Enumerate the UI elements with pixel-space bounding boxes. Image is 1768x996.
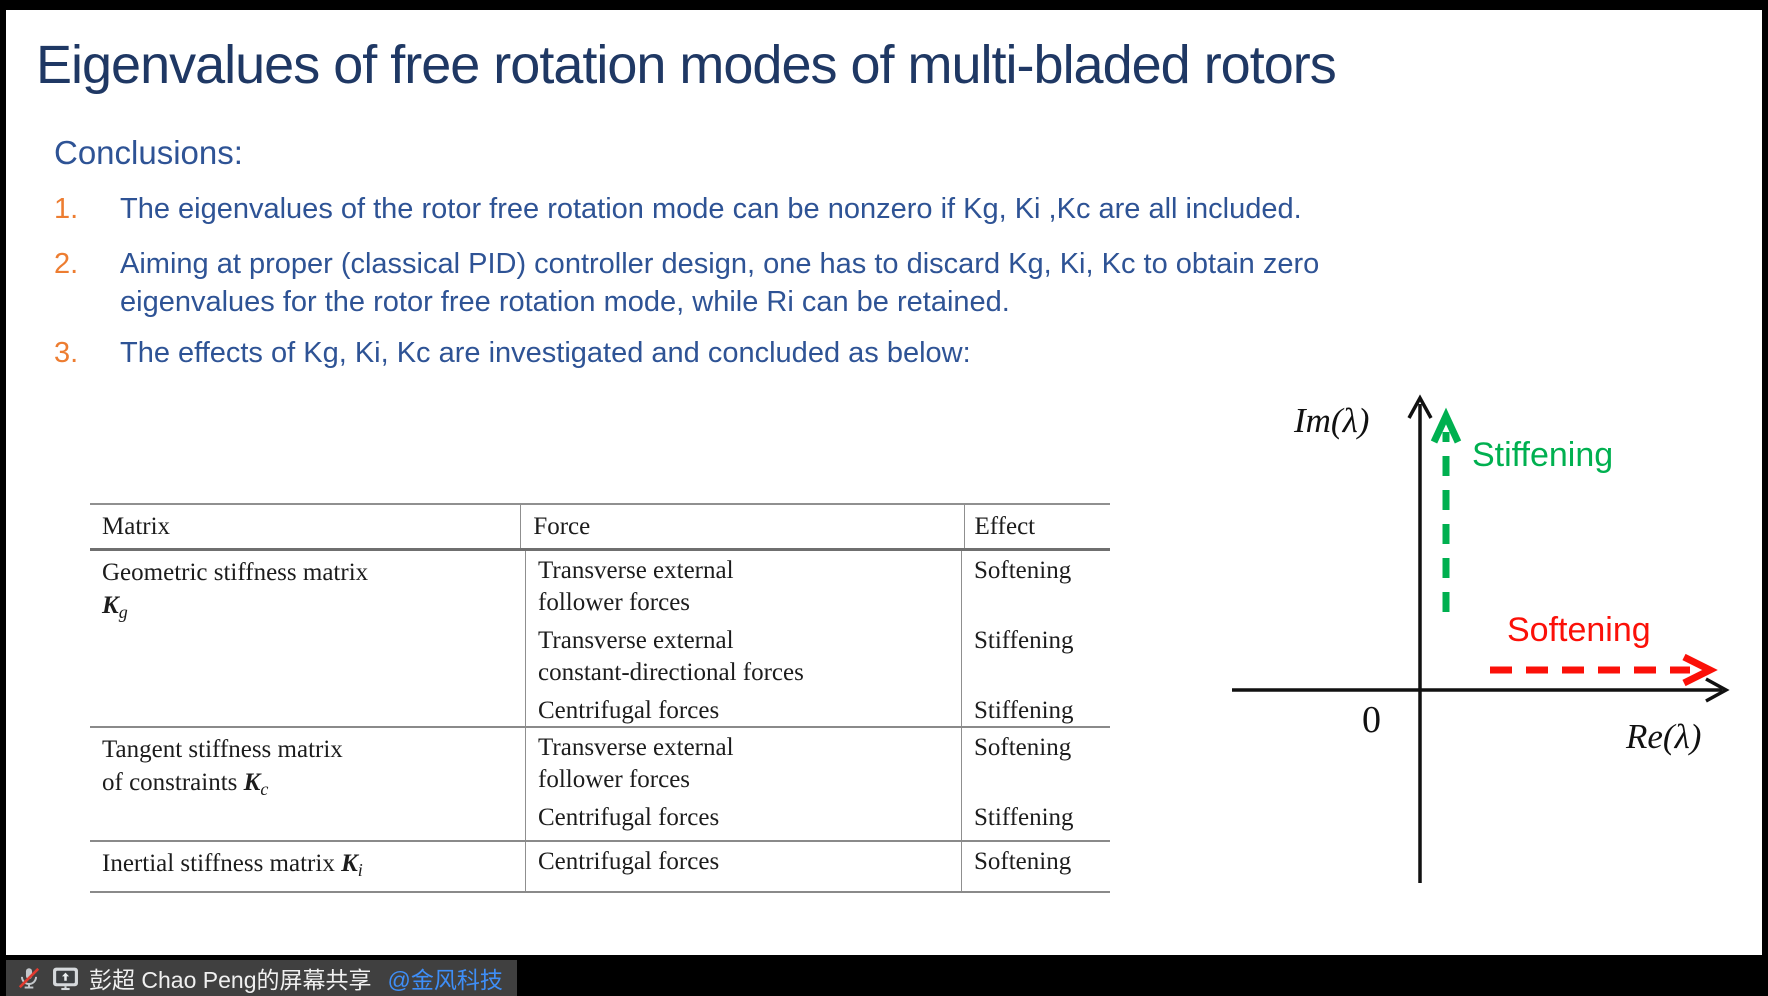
- force-cell: Centrifugal forces: [526, 842, 962, 891]
- list-number: 1.: [54, 193, 79, 225]
- matrix-symbol-letter: K: [102, 592, 119, 619]
- matrix-name-line2: of constraints Kc: [102, 766, 525, 806]
- table-row: Tangent stiffness matrix of constraints …: [90, 728, 1110, 842]
- matrix-cell: Inertial stiffness matrix Ki: [90, 842, 526, 891]
- matrix-name-text: Inertial stiffness matrix: [102, 850, 335, 877]
- table-row: Inertial stiffness matrix Ki Centrifugal…: [90, 842, 1110, 891]
- list-item-text: The effects of Kg, Ki, Kc are investigat…: [120, 337, 971, 369]
- matrix-symbol-subscript: c: [260, 779, 269, 799]
- effect-cell: Softening: [962, 842, 1099, 891]
- matrix-symbol-subscript: i: [357, 860, 363, 880]
- slide-title: Eigenvalues of free rotation modes of mu…: [36, 35, 1337, 95]
- force-entry: Centrifugal forces: [526, 798, 961, 840]
- muted-microphone-icon: [18, 967, 40, 989]
- list-item-text: The eigenvalues of the rotor free rotati…: [120, 193, 1302, 225]
- force-text: Transverse external: [538, 557, 734, 584]
- force-text: follower forces: [538, 766, 691, 793]
- force-entry: Transverse external follower forces: [526, 551, 961, 621]
- effect-cell: Softening Stiffening: [962, 728, 1099, 840]
- matrix-symbol-letter: K: [243, 769, 261, 796]
- stiffening-label: Stiffening: [1472, 436, 1613, 474]
- effect-cell: Softening Stiffening Stiffening: [962, 551, 1099, 726]
- force-text: Centrifugal forces: [538, 804, 720, 831]
- matrix-name: Tangent stiffness matrix: [102, 736, 343, 763]
- matrix-name: Inertial stiffness matrix Ki: [102, 847, 525, 887]
- table-header-row: Matrix Force Effect: [90, 505, 1110, 551]
- share-banner-mention-link[interactable]: @金风科技: [387, 967, 503, 993]
- force-cell: Transverse external follower forces Tran…: [526, 551, 962, 726]
- matrix-name: Geometric stiffness matrix: [102, 559, 369, 586]
- share-banner-text: 彭超 Chao Peng的屏幕共享: [89, 967, 372, 993]
- force-text: Transverse external: [538, 627, 734, 654]
- screen-share-icon: [53, 967, 78, 991]
- imaginary-axis-arrowhead-icon: [1407, 394, 1433, 419]
- force-text: follower forces: [538, 589, 691, 616]
- real-axis-label: Re(λ): [1625, 717, 1701, 756]
- list-number: 2.: [54, 248, 79, 280]
- softening-label: Softening: [1507, 611, 1651, 649]
- force-entry: Transverse external constant-directional…: [526, 621, 961, 691]
- force-entry: Centrifugal forces: [526, 842, 961, 885]
- list-number: 3.: [54, 337, 79, 369]
- list-item: 3. The effects of Kg, Ki, Kc are investi…: [54, 334, 1254, 372]
- conclusions-heading: Conclusions:: [54, 134, 243, 171]
- force-text: Centrifugal forces: [538, 848, 720, 875]
- screen-share-banner: 彭超 Chao Peng的屏幕共享 @金风科技: [6, 960, 517, 996]
- effect-entry: Softening: [974, 848, 1072, 875]
- force-text: Centrifugal forces: [538, 697, 720, 724]
- matrix-cell: Geometric stiffness matrix Kg: [90, 551, 526, 726]
- matrix-symbol-letter: K: [341, 850, 358, 877]
- effects-table: Matrix Force Effect Geometric stiffness …: [90, 503, 1110, 893]
- matrix-name-text: of constraints: [102, 769, 238, 796]
- presentation-slide: [6, 10, 1762, 955]
- effect-entry: Stiffening: [974, 804, 1074, 831]
- column-header-matrix: Matrix: [90, 505, 522, 548]
- softening-arrowhead-icon: [1682, 653, 1718, 687]
- matrix-symbol-subscript: g: [118, 602, 128, 622]
- list-item: 2. Aiming at proper (classical PID) cont…: [54, 245, 1454, 321]
- stiffening-arrowhead-icon: [1430, 407, 1462, 444]
- force-entry: Centrifugal forces: [526, 691, 961, 726]
- table-row: Geometric stiffness matrix Kg Transverse…: [90, 551, 1110, 728]
- real-axis-arrowhead-icon: [1705, 677, 1730, 703]
- matrix-cell: Tangent stiffness matrix of constraints …: [90, 728, 526, 840]
- force-text: constant-directional forces: [538, 659, 804, 686]
- effect-entry: Softening: [974, 734, 1072, 761]
- force-text: Transverse external: [538, 734, 734, 761]
- origin-label: 0: [1362, 699, 1381, 741]
- effect-entry: Stiffening: [974, 627, 1074, 654]
- force-cell: Transverse external follower forces Cent…: [526, 728, 962, 840]
- list-item-text: Aiming at proper (classical PID) control…: [120, 248, 1320, 318]
- matrix-symbol: Kg: [102, 589, 525, 629]
- column-header-force: Force: [521, 505, 965, 548]
- force-entry: Transverse external follower forces: [526, 728, 961, 798]
- eigenvalue-plane-diagram: Stiffening Softening Im(λ) Re(λ) 0: [1232, 394, 1730, 883]
- column-header-effect: Effect: [974, 513, 1036, 540]
- list-item: 1. The eigenvalues of the rotor free rot…: [54, 190, 1474, 228]
- effect-entry: Softening: [974, 557, 1072, 584]
- imaginary-axis-label: Im(λ): [1293, 401, 1369, 440]
- effect-entry: Stiffening: [974, 697, 1074, 724]
